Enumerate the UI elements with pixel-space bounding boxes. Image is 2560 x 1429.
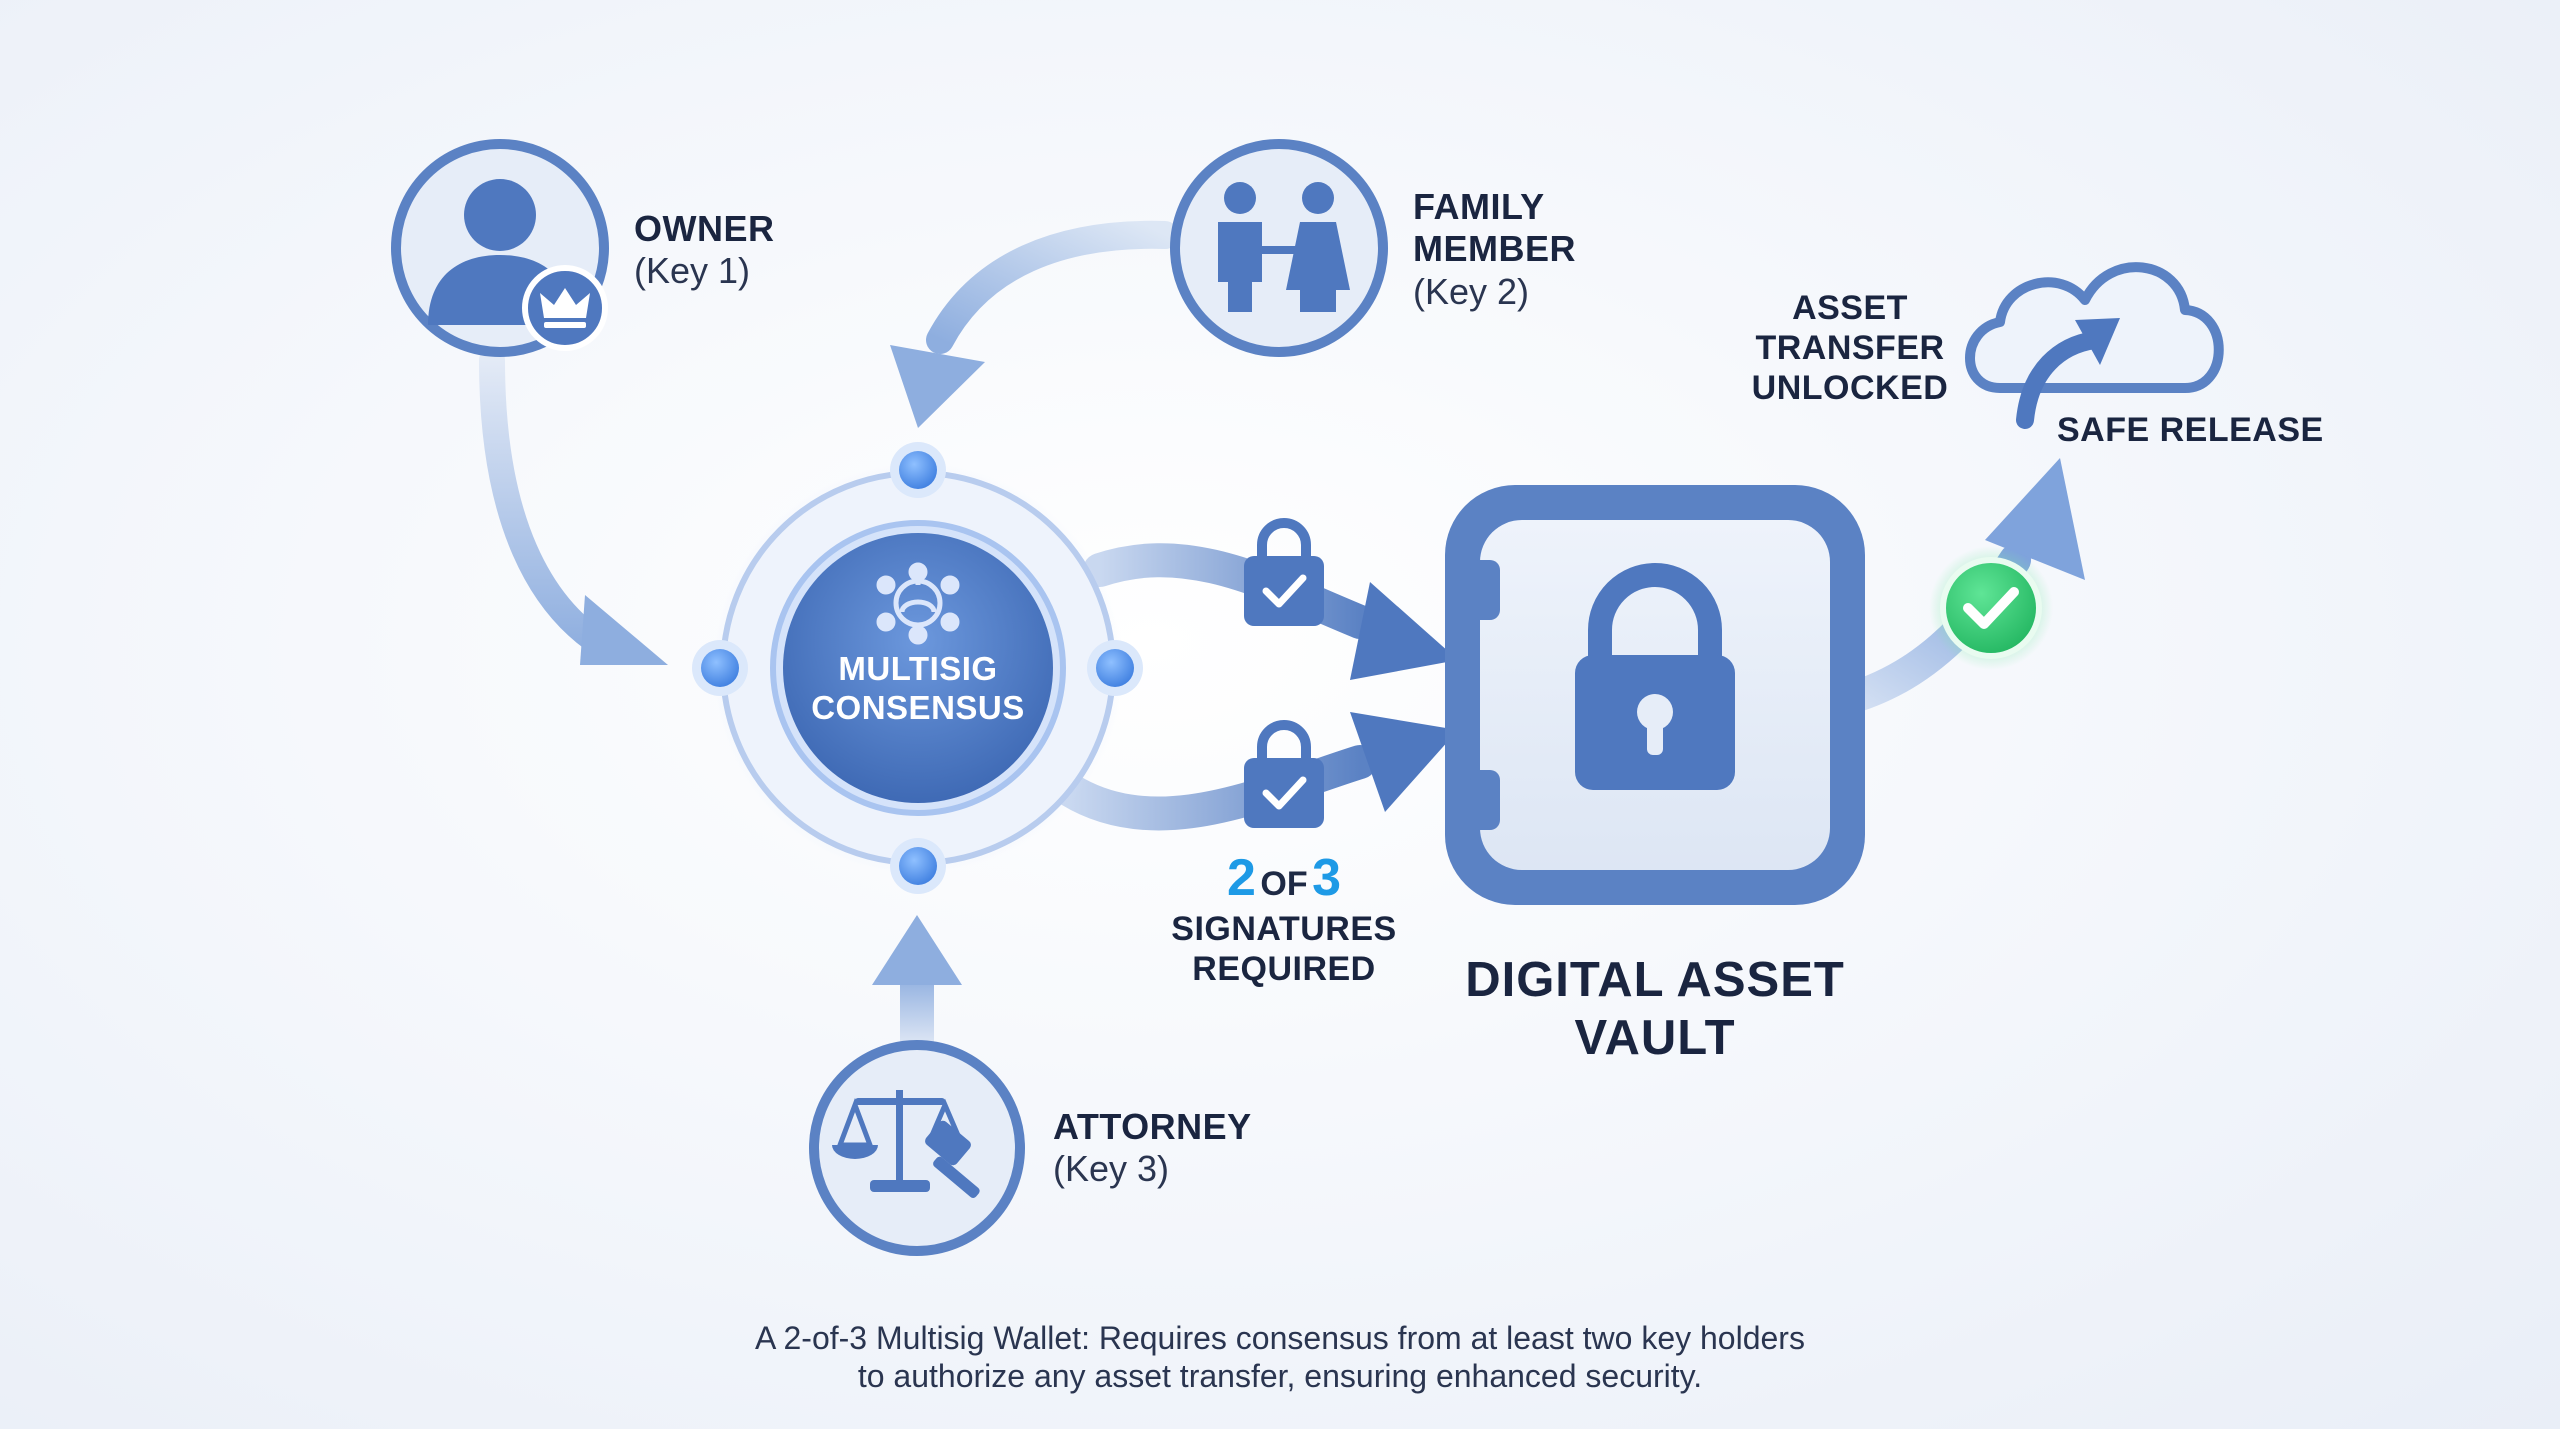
signatures-count: 2 OF 3: [1134, 848, 1434, 909]
signatures-line2: REQUIRED: [1192, 950, 1376, 989]
signatures-num1: 2: [1227, 849, 1256, 907]
attorney-key: (Key 3): [1053, 1148, 1170, 1190]
scales-gavel-icon: [832, 1090, 980, 1198]
padlock-icon: [1575, 563, 1735, 790]
family-arrow: [890, 220, 1179, 428]
family-node: [1170, 139, 1388, 357]
family-label: FAMILY MEMBER (Key 2): [1413, 186, 1576, 313]
network-icon: [876, 562, 960, 645]
unlock-label: ASSET TRANSFER UNLOCKED: [1700, 288, 2000, 408]
lock-check-icon: [1244, 720, 1324, 828]
family-icon: [1218, 182, 1350, 312]
signatures-label: 2 OF 3 SIGNATURES REQUIRED: [1134, 848, 1434, 990]
attorney-node: [809, 1040, 1025, 1256]
owner-label: OWNER (Key 1): [634, 208, 775, 293]
unlock-line3: UNLOCKED: [1751, 369, 1949, 408]
unlock-line2: TRANSFER: [1755, 329, 1945, 368]
family-name-line2: MEMBER: [1413, 228, 1576, 270]
hub-line2: CONSENSUS: [811, 688, 1025, 726]
hub-to-vault-arrow-top: [1083, 543, 1458, 680]
multisig-hub: [713, 463, 1123, 873]
hub-label: MULTISIG CONSENSUS: [768, 650, 1068, 728]
vault-title-line1: DIGITAL ASSET: [1465, 953, 1845, 1007]
safe-release-text: SAFE RELEASE: [2057, 411, 2324, 449]
signatures-line1: SIGNATURES: [1171, 910, 1397, 949]
caption-line1: A 2-of-3 Multisig Wallet: Requires conse…: [755, 1320, 1805, 1356]
hub-node-bottom: [890, 838, 946, 894]
family-key: (Key 2): [1413, 270, 1530, 312]
signatures-num2: 3: [1312, 849, 1341, 907]
caption: A 2-of-3 Multisig Wallet: Requires conse…: [580, 1320, 1980, 1396]
hub-line1: MULTISIG: [838, 650, 998, 687]
success-check-icon: [1929, 546, 2053, 670]
hub-node-top: [890, 442, 946, 498]
signatures-of: OF: [1260, 865, 1308, 903]
crown-badge-icon: [522, 265, 608, 351]
owner-key: (Key 1): [634, 250, 751, 292]
owner-node: [391, 139, 609, 357]
caption-line2: to authorize any asset transfer, ensurin…: [857, 1357, 1703, 1394]
attorney-name: ATTORNEY: [1053, 1106, 1252, 1147]
attorney-arrow: [872, 915, 962, 1049]
lock-check-icon: [1244, 518, 1324, 626]
safe-release-label: SAFE RELEASE: [2057, 410, 2324, 450]
attorney-label: ATTORNEY (Key 3): [1053, 1106, 1252, 1191]
hub-node-right: [1087, 640, 1143, 696]
vault-title-line2: VAULT: [1574, 1010, 1736, 1065]
vault-title: DIGITAL ASSET VAULT: [1405, 952, 1905, 1068]
cloud-upload-icon: [1965, 262, 2224, 429]
hub-node-left: [692, 640, 748, 696]
vault: [1445, 485, 1865, 905]
owner-name: OWNER: [634, 208, 775, 249]
hub-to-vault-arrow-bottom: [1053, 712, 1458, 831]
owner-arrow: [479, 347, 668, 665]
family-name-line1: FAMILY: [1413, 186, 1545, 227]
unlock-line1: ASSET: [1792, 289, 1908, 327]
